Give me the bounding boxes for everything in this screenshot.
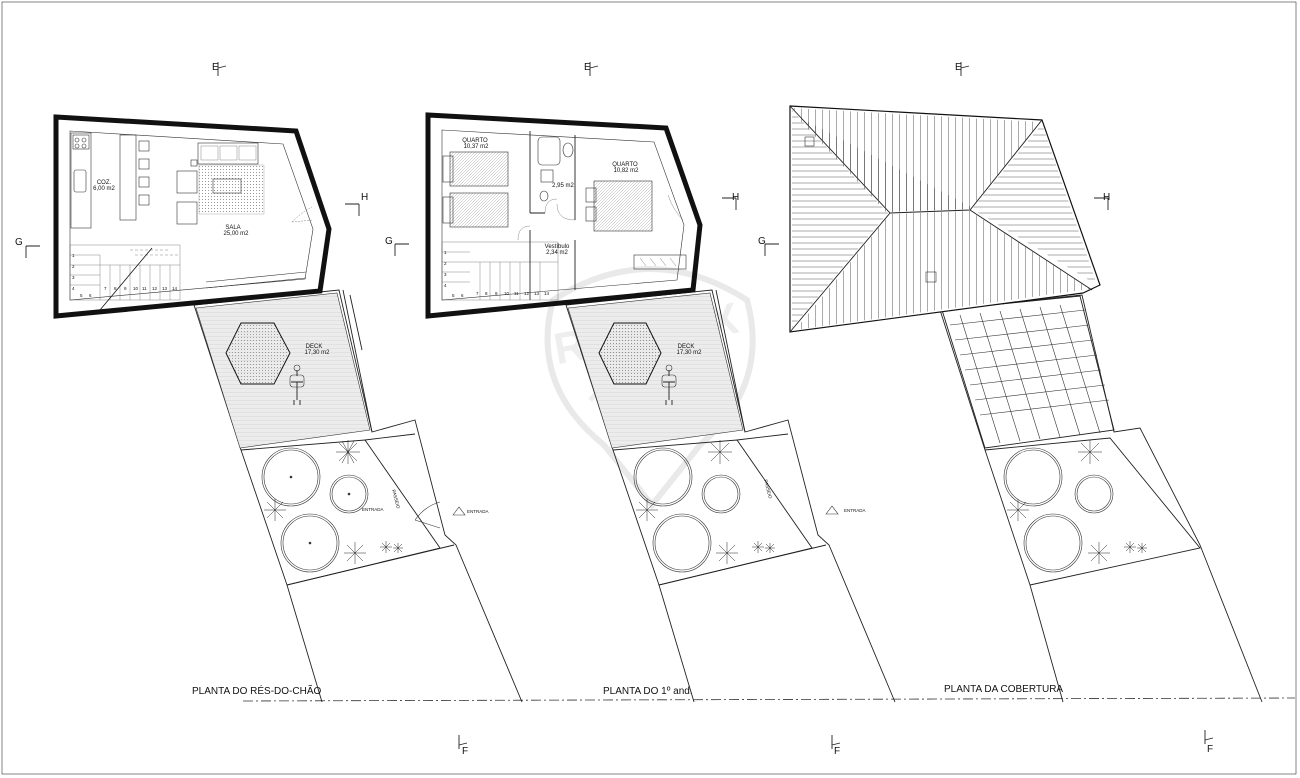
site-boundary-2 xyxy=(565,289,896,703)
stair-numbers-2: 1 2 3 4 5 6 7 8 9 10 11 12 13 14 xyxy=(444,250,550,298)
plan-label: H xyxy=(1103,192,1110,203)
plan-label: 4 xyxy=(72,286,75,291)
gate-door xyxy=(414,501,441,529)
house-walls xyxy=(53,114,332,319)
plan-label: E xyxy=(212,62,219,73)
entrada-outer-label: ENTRADA xyxy=(467,509,489,514)
plan-label: 9 xyxy=(495,291,498,296)
section-letters: E E E H H H G G G F F F xyxy=(15,62,1213,757)
passeio-label-2: PASSEIO xyxy=(763,479,773,500)
sala-area: 25,00 m2 xyxy=(223,231,249,237)
coz-name: COZ. xyxy=(97,180,112,186)
staircase-2 xyxy=(441,241,559,301)
house-walls-2 xyxy=(425,112,703,319)
plan-label: G xyxy=(385,236,393,247)
plan-label: 14 xyxy=(172,286,178,291)
plan-label: 5 xyxy=(80,293,83,298)
entrance-arrow-icon xyxy=(452,506,466,516)
vestibulo-name: Vestíbulo xyxy=(545,244,570,250)
plan-label: F xyxy=(834,746,840,757)
plan-label: 6 xyxy=(461,293,464,298)
plan-label: E xyxy=(955,62,962,73)
living-furniture xyxy=(176,142,265,225)
quarto1-area: 10,37 m2 xyxy=(463,144,489,150)
plan-label: 1 xyxy=(444,250,447,255)
doors-2 xyxy=(517,194,684,241)
bathroom-fixtures xyxy=(537,136,574,202)
passeio-label: PASSEIO xyxy=(391,489,401,510)
roof-title: PLANTA DA COBERTURA xyxy=(944,684,1063,695)
pergola xyxy=(941,295,1115,449)
entrada-outer-label-2: ENTRADA xyxy=(844,508,866,513)
plan-label: 11 xyxy=(514,291,519,296)
deck-name-2: DECK xyxy=(678,344,695,350)
plan-label: H xyxy=(361,192,368,203)
section-markers xyxy=(25,62,1214,749)
plan-roof: PLANTA DA COBERTURA xyxy=(789,105,1263,703)
plan-label: 3 xyxy=(444,272,447,277)
plan-label: 13 xyxy=(162,286,168,291)
ground-floor-title: PLANTA DO RÉS-DO-CHÃO xyxy=(192,684,321,697)
stair-numbers: 1 2 3 4 5 6 7 8 9 10 11 12 13 14 xyxy=(72,253,178,298)
plan-label: F xyxy=(462,746,468,757)
plan-label: H xyxy=(732,192,739,203)
plan-label: 8 xyxy=(485,291,488,296)
plan-label: 7 xyxy=(104,286,107,291)
plan-label: 11 xyxy=(142,286,147,291)
plan-first-floor: DECK 17,30 m2 PASSEIO ENTRADA xyxy=(425,112,896,703)
plan-label: 13 xyxy=(534,291,540,296)
plan-label: 10 xyxy=(133,286,139,291)
plan-label: 5 xyxy=(452,293,455,298)
site-boundary-3 xyxy=(939,294,1263,703)
plan-label: 14 xyxy=(544,291,550,296)
plan-label: F xyxy=(1207,744,1213,755)
plan-label: 12 xyxy=(524,291,530,296)
garden xyxy=(261,447,369,573)
side-door xyxy=(291,206,314,223)
plan-label: 9 xyxy=(124,286,127,291)
sliding-door xyxy=(205,271,307,289)
plan-label: 6 xyxy=(89,293,92,298)
quarto2-area: 10,82 m2 xyxy=(613,168,639,174)
plan-label: 8 xyxy=(114,286,117,291)
hip-roof xyxy=(789,105,1101,333)
plan-label: 10 xyxy=(504,291,510,296)
wc-area: 2,95 m2 xyxy=(552,183,574,189)
deck-name: DECK xyxy=(306,344,323,350)
beds xyxy=(442,151,653,232)
plan-label: G xyxy=(758,236,766,247)
plan-label: 4 xyxy=(444,283,447,288)
plan-label: 2 xyxy=(444,261,447,266)
site-boundary xyxy=(193,289,523,703)
plan-label: 2 xyxy=(72,264,75,269)
wardrobe xyxy=(633,254,687,270)
plan-label: 12 xyxy=(152,286,158,291)
deck-area-label: 17,30 m2 xyxy=(304,350,330,356)
plan-label: 3 xyxy=(72,275,75,280)
plan-label: E xyxy=(584,62,591,73)
plan-ground-floor: DECK 17,30 m2 PASSEIO ENTRADA ENTRADA xyxy=(53,114,523,703)
quarto2-name: QUARTO xyxy=(612,162,638,168)
shrubs xyxy=(264,440,403,564)
staircase xyxy=(69,244,181,301)
site-baseline xyxy=(242,697,1296,702)
first-floor-title: PLANTA DO 1º and. xyxy=(603,686,693,697)
vestibulo-area: 2,34 m2 xyxy=(546,250,568,256)
deck-area-label-2: 17,30 m2 xyxy=(676,350,702,356)
deck-area xyxy=(195,292,371,449)
quarto1-name: QUARTO xyxy=(462,138,488,144)
plan-label: G xyxy=(15,237,23,248)
sala-name: SALA xyxy=(225,225,240,231)
coz-area: 6,00 m2 xyxy=(93,186,115,192)
plan-label: 7 xyxy=(476,291,479,296)
person-figure xyxy=(291,370,303,405)
plan-label: 1 xyxy=(72,253,75,258)
entrada-inner-label: ENTRADA xyxy=(362,507,384,512)
kitchen-counter xyxy=(70,132,150,229)
